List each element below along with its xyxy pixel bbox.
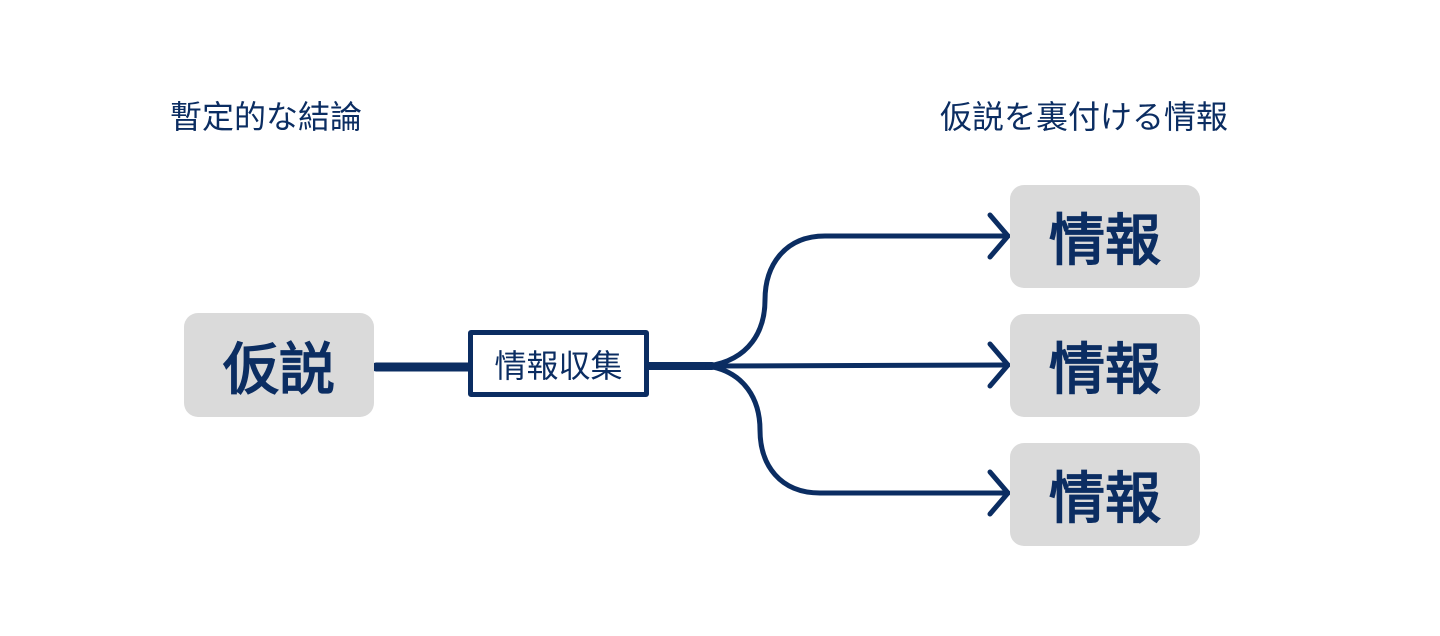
branch-top (705, 233, 1011, 369)
arrowhead-bottom (987, 469, 1011, 517)
supporting-info-label: 仮説を裏付ける情報 (940, 98, 1229, 136)
provisional-conclusion-label: 暫定的な結論 (170, 98, 363, 136)
arrowhead-middle (987, 341, 1011, 389)
hypothesis-box: 仮説 (184, 313, 374, 417)
info-box: 情報 (1010, 314, 1200, 417)
branch-bottom (705, 363, 1011, 496)
info-box: 情報 (1010, 443, 1200, 546)
arrowhead-top (987, 212, 1011, 260)
info-gathering-box: 情報収集 (468, 330, 649, 397)
branch-middle (709, 362, 1011, 369)
info-box: 情報 (1010, 185, 1200, 288)
